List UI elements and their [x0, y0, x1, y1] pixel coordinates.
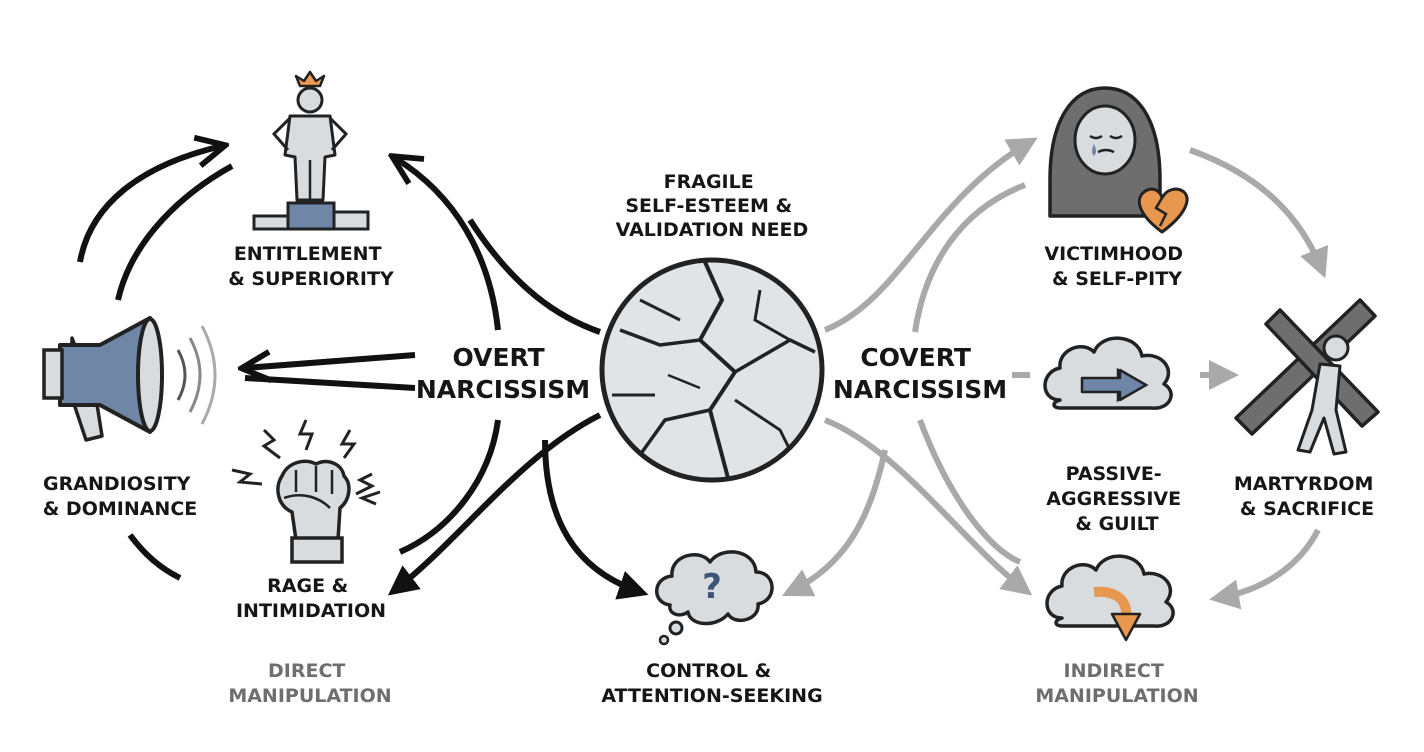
clenched-fist-icon — [231, 419, 381, 564]
svg-text:?: ? — [702, 567, 722, 607]
arrow-center-to-control-grey — [781, 449, 888, 597]
arrow-center-to-control — [542, 439, 649, 600]
thought-bubble-question-icon: ? — [655, 550, 774, 646]
martyrdom-label: MARTYRDOM & SACRIFICE — [1234, 473, 1380, 520]
rage-label: RAGE & INTIMIDATION — [236, 575, 386, 622]
control-label: CONTROL & ATTENTION-SEEKING — [601, 660, 822, 707]
covert-arrows — [781, 137, 1329, 610]
cloud-with-arrow-icon — [1043, 336, 1173, 410]
indirect-manipulation-label: INDIRECT MANIPULATION — [1035, 660, 1198, 707]
arrow-center-to-rage — [387, 412, 602, 596]
crying-hooded-figure-icon — [1048, 86, 1162, 218]
victimhood-label: VICTIMHOOD & SELF-PITY — [1044, 243, 1189, 290]
arrow-victimhood-to-martyrdom — [1188, 147, 1329, 279]
grandiosity-label: GRANDIOSITY & DOMINANCE — [43, 473, 198, 520]
arrow-center-to-indirect — [823, 417, 1033, 596]
arrow-overt-to-entitlement — [395, 158, 501, 331]
direct-manipulation-label: DIRECT MANIPULATION — [228, 660, 391, 707]
arrow-outer-left — [115, 163, 234, 301]
arrow-center-to-entitlement — [467, 218, 601, 335]
entitlement-label: ENTITLEMENT & SUPERIORITY — [228, 243, 394, 290]
passive-aggressive-label: PASSIVE- AGGRESSIVE & GUILT — [1046, 463, 1187, 535]
overt-title: OVERT NARCISSISM — [416, 343, 590, 404]
arrow-center-to-victimhood — [823, 137, 1038, 333]
arrow-covert-to-indirect — [917, 418, 1022, 565]
broken-heart-icon — [1138, 187, 1189, 234]
cloud-with-down-arrow-icon — [1045, 554, 1175, 642]
crowned-figure-on-podium-icon — [252, 70, 370, 231]
arrow-overt-to-rage — [398, 419, 501, 555]
arrow-covert-to-victimhood — [912, 182, 1027, 333]
figure-carrying-cross-icon — [1234, 298, 1380, 456]
arrow-grandiosity-to-entitlement — [77, 146, 222, 263]
megaphone-icon — [42, 316, 217, 442]
arrow-martyrdom-to-indirect — [1209, 528, 1321, 610]
broken-sphere-icon — [599, 257, 825, 483]
center-label: FRAGILE SELF-ESTEEM & VALIDATION NEED — [616, 171, 809, 241]
arrow-left-arc — [127, 533, 182, 581]
arrow-overt-to-grandiosity-bottom — [244, 375, 416, 391]
overt-arrows — [77, 146, 649, 600]
arrow-overt-to-grandiosity-top — [245, 355, 416, 368]
covert-title: COVERT NARCISSISM — [833, 343, 1007, 404]
